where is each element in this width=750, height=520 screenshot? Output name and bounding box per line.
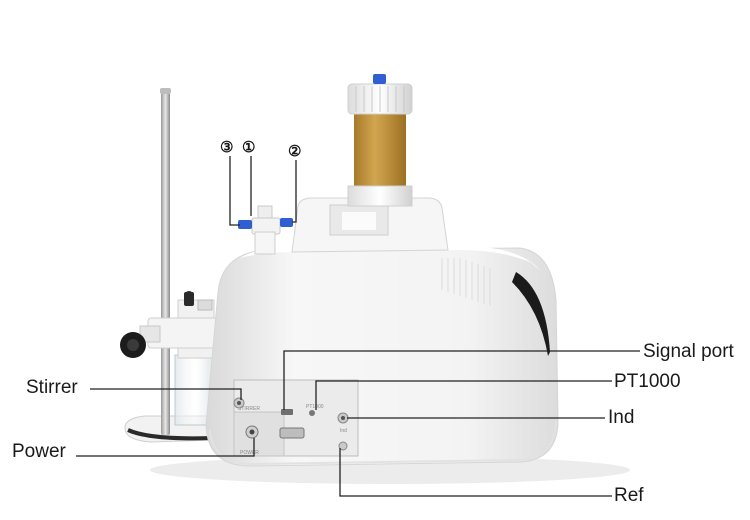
- port-marker-3: ③: [220, 139, 240, 226]
- stirrer-leader: [90, 388, 242, 400]
- ref-label: Ref: [614, 485, 644, 506]
- valve-port-2-icon: [280, 218, 293, 227]
- rear-panel: STIRRER PT1000 Ind POWER: [233, 379, 359, 457]
- stirrer-label: Stirrer: [26, 377, 78, 398]
- electrode-clamp: [139, 317, 219, 349]
- valve-block: [251, 205, 281, 255]
- pt1000-leader: [315, 380, 612, 410]
- stand-rod: [161, 90, 170, 435]
- ref-connector-icon: [338, 441, 348, 451]
- svg-text:③: ③: [220, 139, 233, 156]
- port-marker-2: ②: [288, 143, 301, 223]
- signal-port-label: Signal port: [643, 341, 734, 362]
- reagent-bottle: [347, 83, 413, 207]
- signal-port-leader: [283, 350, 640, 410]
- ref-leader: [339, 448, 612, 497]
- svg-text:②: ②: [288, 143, 301, 160]
- stirrer-connector-icon: [233, 397, 245, 409]
- bottle-cap-icon: [373, 74, 386, 84]
- serial-connector-icon: [279, 427, 305, 439]
- svg-text:PT1000: PT1000: [306, 404, 324, 410]
- svg-text:①: ①: [242, 139, 255, 156]
- power-label: Power: [12, 441, 66, 462]
- svg-text:STIRRER: STIRRER: [238, 406, 260, 412]
- ind-label: Ind: [608, 407, 635, 428]
- side-fittings: [184, 291, 213, 311]
- pt1000-connector-icon: [309, 410, 315, 416]
- burette-housing: [291, 197, 449, 253]
- power-connector-icon: [245, 425, 259, 439]
- clamp-knob-icon: [120, 332, 146, 358]
- ind-connector-icon: [337, 412, 349, 424]
- signal-port-connector-icon: [281, 409, 293, 415]
- pt1000-label: PT1000: [614, 371, 681, 392]
- stand-rod-top: [160, 88, 171, 94]
- svg-text:Ind: Ind: [340, 428, 347, 434]
- valve-port-3-icon: [238, 220, 252, 229]
- port-marker-1: ①: [242, 139, 255, 216]
- power-leader: [76, 438, 255, 457]
- svg-text:POWER: POWER: [240, 450, 259, 456]
